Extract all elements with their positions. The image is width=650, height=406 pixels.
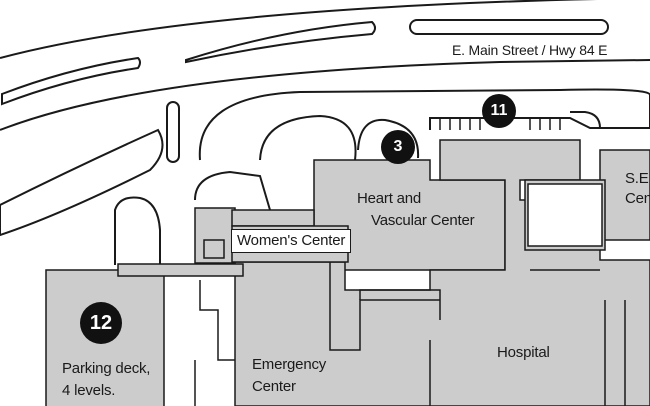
map-marker-12[interactable]: 12 xyxy=(80,302,122,344)
parking-edge xyxy=(429,117,650,130)
parking-stripes xyxy=(439,118,561,130)
heart-vascular-label-line2: Vascular Center xyxy=(371,212,475,229)
buildings xyxy=(45,139,650,406)
interior-lines xyxy=(194,239,626,406)
womens-center-label: Women's Center xyxy=(231,229,352,253)
road-median-2 xyxy=(185,20,376,64)
building-skybridge xyxy=(117,263,244,277)
parking-deck-label-line1: Parking deck, xyxy=(62,360,151,377)
building-annex-fill xyxy=(527,183,603,247)
road-median-5 xyxy=(0,128,164,237)
building-small-left xyxy=(194,207,236,264)
road-inner-loop-2 xyxy=(259,114,357,161)
road-edge-top xyxy=(0,0,599,59)
map-marker-11[interactable]: 11 xyxy=(482,94,516,128)
roads xyxy=(0,0,650,265)
road-left-lane xyxy=(114,196,161,265)
road-median-3 xyxy=(1,56,141,106)
road-median-1 xyxy=(409,19,609,35)
parking-deck-label-line2: 4 levels. xyxy=(62,382,116,399)
road-edge-middle xyxy=(0,59,650,131)
road-median-4 xyxy=(166,101,180,163)
street-label: E. Main Street / Hwy 84 E xyxy=(452,42,608,58)
se-label-line2: Cen xyxy=(625,190,650,207)
heart-vascular-label-line1: Heart and xyxy=(357,190,422,207)
se-label-line1: S.E xyxy=(625,170,649,187)
road-inner-loop xyxy=(198,88,650,161)
emergency-label-line1: Emergency xyxy=(252,356,327,373)
hospital-label: Hospital xyxy=(497,344,550,361)
map-marker-3[interactable]: 3 xyxy=(381,130,415,164)
road-access xyxy=(194,170,271,211)
building-womens-connector xyxy=(231,209,315,227)
driveway-loop xyxy=(357,118,420,159)
emergency-label-line2: Center xyxy=(252,378,296,395)
